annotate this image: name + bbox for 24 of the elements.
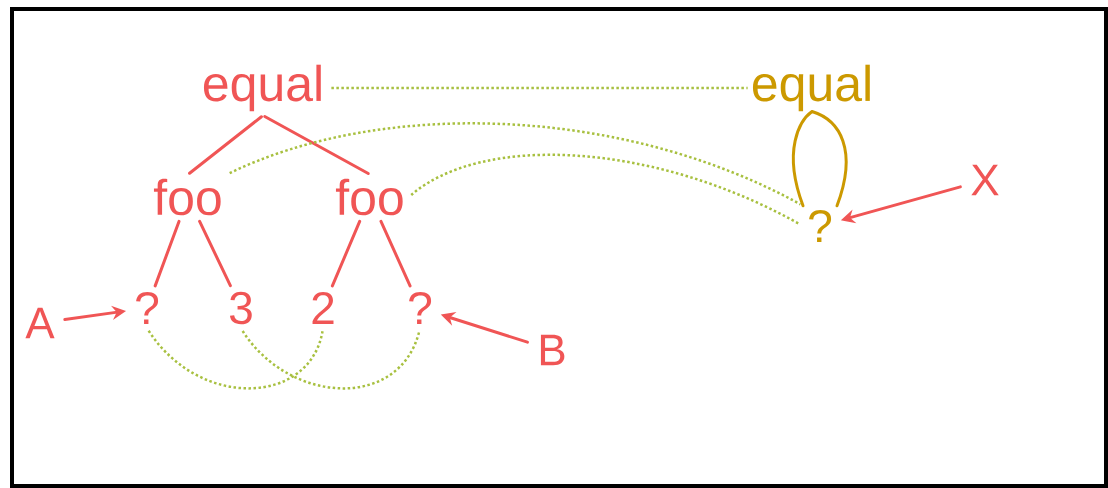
connector-line <box>229 122 801 206</box>
tree-node-label: equal <box>203 64 321 112</box>
tree-node-label: equal <box>752 64 870 112</box>
connector-line <box>241 330 421 390</box>
tree-leaf-label: ? <box>409 291 432 325</box>
connector-line <box>791 110 848 208</box>
tree-leaf-label: 2 <box>312 291 334 325</box>
connector-line <box>331 86 748 90</box>
letter-label: B <box>540 334 565 366</box>
connector-line <box>153 219 181 288</box>
connector-line <box>188 115 263 175</box>
tree-node-label: foo <box>335 178 403 216</box>
tree-leaf-label: ? <box>136 291 159 325</box>
tree-leaf-label: 3 <box>229 291 252 325</box>
tree-leaf-label: ? <box>809 209 832 243</box>
connector-line <box>410 153 801 226</box>
connector-line <box>198 219 232 288</box>
letter-label: X <box>971 164 999 196</box>
connector-line <box>330 219 362 288</box>
connector-line <box>147 330 324 390</box>
connector-line <box>263 114 370 175</box>
letter-label: A <box>25 307 55 339</box>
tree-node-label: foo <box>153 178 221 216</box>
connector-line <box>379 219 412 288</box>
